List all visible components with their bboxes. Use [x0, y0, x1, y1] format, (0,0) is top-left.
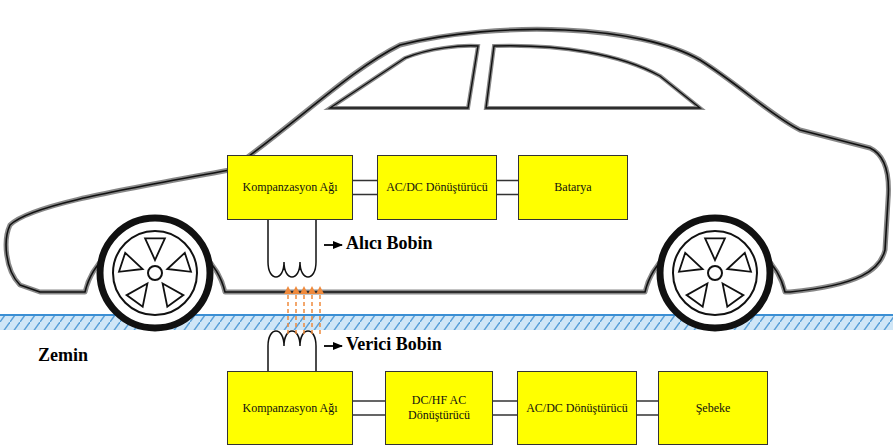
rear-window-line [486, 46, 700, 108]
process-box: Şebeke [658, 371, 768, 445]
process-box: Batarya [518, 155, 628, 220]
receiver-coil [268, 220, 316, 277]
spoke [145, 238, 165, 260]
box-text: Kompanzasyon Ağı [239, 180, 342, 195]
box-text: AC/DC Dönüştürücü [382, 180, 492, 195]
flux-arrow [303, 290, 305, 334]
spoke [723, 284, 744, 307]
part-label: Verici Bobin [346, 334, 442, 355]
double-line-connector [493, 401, 517, 415]
flux-arrow [311, 290, 313, 334]
hub [148, 266, 162, 280]
front-window-line [330, 46, 478, 108]
wheels [100, 218, 770, 328]
hub [708, 266, 722, 280]
spoke [119, 253, 143, 272]
box-text: Şebeke [692, 401, 735, 416]
part-label: Zemin [38, 345, 88, 366]
double-line-connector [353, 401, 385, 415]
transmitter-coil [268, 331, 316, 371]
process-box: Kompanzasyon Ağı [227, 155, 353, 220]
pointer-arrow [324, 244, 342, 246]
spoke [727, 253, 751, 272]
pointer-arrow [324, 345, 342, 347]
rim [673, 231, 757, 315]
process-box: AC/DC Dönüştürücü [377, 155, 497, 220]
rim [113, 231, 197, 315]
double-line-connector [353, 181, 377, 195]
magnetic-flux-arrows [288, 290, 320, 334]
rear-window [486, 46, 700, 108]
process-box: AC/DC Dönüştürücü [517, 371, 637, 445]
tire [100, 218, 210, 328]
spoke [679, 253, 703, 272]
box-text: DC/HF AC Dönüştürücü [386, 393, 492, 423]
box-text: AC/DC Dönüştürücü [522, 401, 632, 416]
flux-arrow [295, 290, 297, 334]
double-line-connector [497, 181, 518, 195]
flux-arrow [319, 290, 321, 334]
spoke [687, 284, 708, 307]
double-line-connector [637, 401, 658, 415]
part-label: Alıcı Bobin [346, 233, 433, 254]
box-text: Kompanzasyon Ağı [239, 401, 342, 416]
spoke [705, 238, 725, 260]
flux-arrow [287, 290, 289, 334]
spoke [167, 253, 191, 272]
front-window [330, 46, 478, 108]
process-box: Kompanzasyon Ağı [227, 371, 353, 445]
spoke [127, 284, 148, 307]
spoke [163, 284, 184, 307]
tire [660, 218, 770, 328]
process-box: DC/HF AC Dönüştürücü [385, 371, 493, 445]
box-text: Batarya [550, 180, 595, 195]
